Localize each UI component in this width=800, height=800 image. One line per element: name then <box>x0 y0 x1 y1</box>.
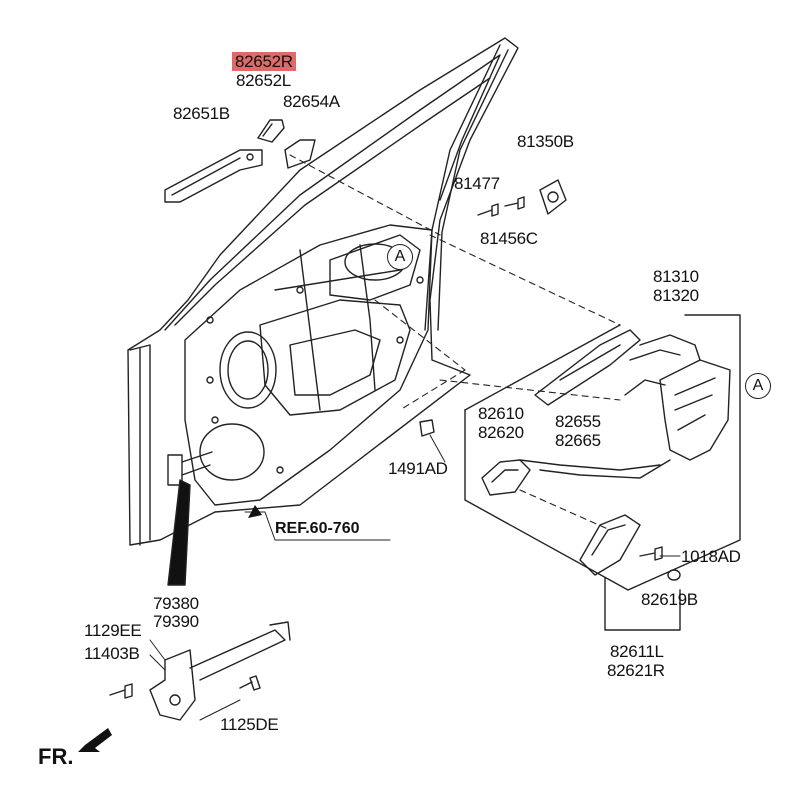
part-label-81350B: 81350B <box>517 132 574 151</box>
part-label-1125DE: 1125DE <box>220 715 279 734</box>
part-label-1018AD: 1018AD <box>681 547 741 566</box>
cap-82619B <box>667 569 681 581</box>
ref-label: REF.60-760 <box>275 520 360 537</box>
bolt-81477 <box>477 203 499 217</box>
clip-1491AD <box>419 419 435 437</box>
inside-handle-part <box>481 459 531 496</box>
part-label-82621R: 82621R <box>607 661 665 680</box>
key-cap-part <box>284 139 316 169</box>
lock-rod-part <box>534 329 641 406</box>
fr-arrow-icon <box>78 728 112 752</box>
part-label-82610: 82610 <box>478 404 524 423</box>
part-label-82652R: 82652R <box>232 52 296 71</box>
part-label-82654A: 82654A <box>283 92 340 111</box>
part-label-82655: 82655 <box>555 412 601 431</box>
handle-cover-part <box>257 119 285 143</box>
part-label-79390: 79390 <box>153 612 199 631</box>
part-label-82619B: 82619B <box>641 590 698 609</box>
bolt-81456C <box>504 196 525 210</box>
checker-link <box>167 479 191 586</box>
part-label-11403B: 11403B <box>84 644 140 663</box>
part-label-81477: 81477 <box>454 174 500 193</box>
part-label-79380: 79380 <box>153 594 199 613</box>
door-latch-part <box>519 334 731 479</box>
striker-part <box>539 179 567 215</box>
door-panel <box>127 37 519 546</box>
part-label-1129EE: 1129EE <box>84 621 142 640</box>
part-label-82611L: 82611L <box>610 642 664 661</box>
lock-assembly-box <box>464 314 741 591</box>
bracket-82611L <box>604 577 681 631</box>
bolt-11403B <box>109 683 133 699</box>
handle-trim-part <box>579 514 641 576</box>
door-checker-part <box>149 621 291 721</box>
part-label-82652L: 82652L <box>236 71 291 90</box>
callout-a-assembly: A <box>745 373 771 399</box>
leader-lines <box>289 154 621 531</box>
part-label-82665: 82665 <box>555 431 601 450</box>
screw-1018AD <box>639 546 663 561</box>
bolt-1125DE <box>239 675 261 691</box>
part-label-1491AD: 1491AD <box>388 459 448 478</box>
part-label-81310: 81310 <box>653 267 699 286</box>
part-label-81320: 81320 <box>653 286 699 305</box>
part-label-82651B: 82651B <box>173 104 230 123</box>
part-label-82620: 82620 <box>478 423 524 442</box>
outside-handle-part <box>164 149 263 203</box>
part-label-81456C: 81456C <box>480 229 538 248</box>
callout-a-door: A <box>387 244 413 270</box>
front-direction-label: FR. <box>38 744 74 769</box>
ref-arrow <box>248 505 262 518</box>
